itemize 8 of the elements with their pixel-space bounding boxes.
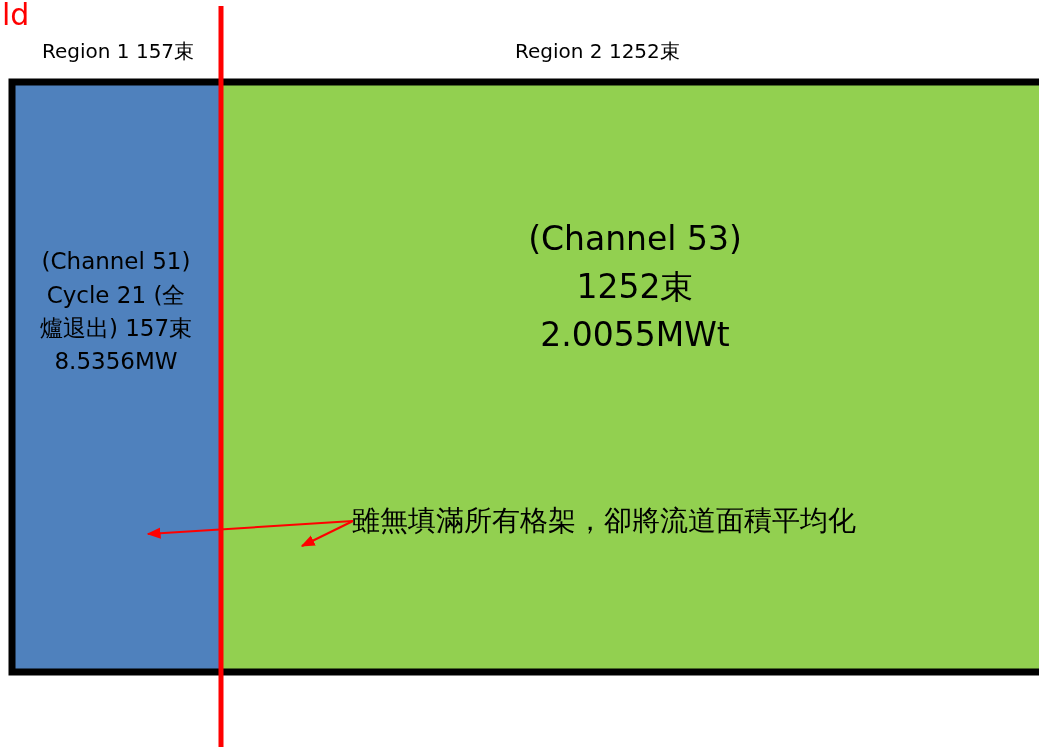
region-text: (Channel 51) Cycle 21 (全爐退出) 157束 8.5356MW <box>38 247 194 377</box>
region-label: Region 1 157束 <box>42 40 195 62</box>
partial-heading: ld <box>2 0 30 31</box>
leader-arrow <box>146 520 354 539</box>
region-label: Region 2 1252束 <box>515 40 680 62</box>
leader-arrow <box>300 520 354 547</box>
annotation-text: 雖無填滿所有格架，卻將流道面積平均化 <box>352 502 856 539</box>
region-text: (Channel 53) 1252束 2.0055MWt <box>527 218 743 356</box>
